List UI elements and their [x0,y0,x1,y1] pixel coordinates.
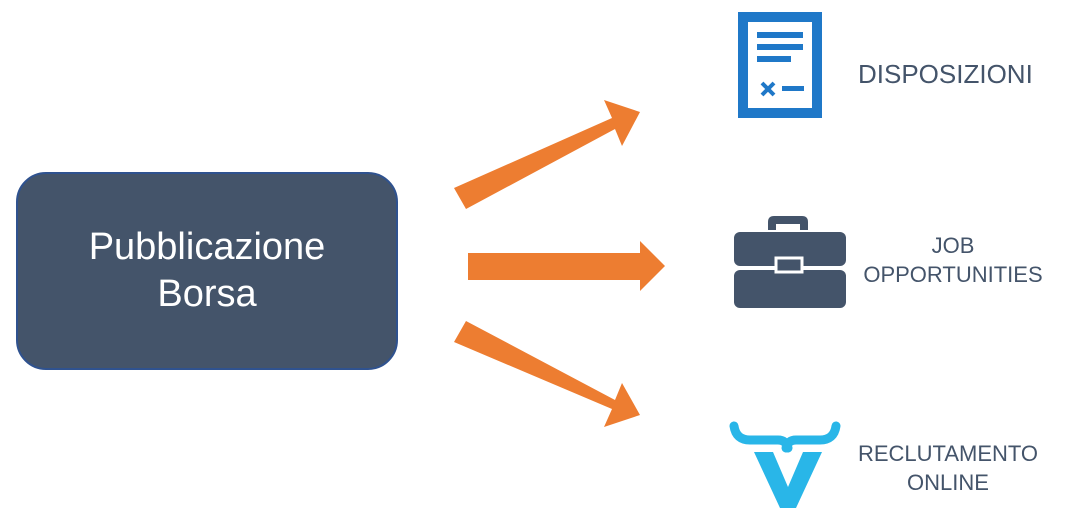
target-disposizioni-text: DISPOSIZIONI [858,59,1033,89]
briefcase-icon [734,216,846,308]
arrow-to-disposizioni [454,100,640,209]
target-recl-line1: RECLUTAMENTO [857,441,1039,466]
document-checklist-icon [738,12,822,118]
source-box: Pubblicazione Borsa [16,172,398,370]
target-label-reclutamento: RECLUTAMENTO ONLINE [838,440,1058,497]
target-recl-line2: ONLINE [907,469,989,495]
v-logo-icon [729,421,841,508]
arrow-to-reclutamento [454,321,640,427]
target-job-line1: JOB [931,233,975,258]
arrow-to-job-opportunities [468,241,665,291]
target-label-disposizioni: DISPOSIZIONI [858,58,1038,92]
source-label-line2: Borsa [157,273,257,315]
target-job-line2: OPPORTUNITIES [863,261,1043,287]
source-label-line1: Pubblicazione [88,225,326,268]
target-label-job-opportunities: JOB OPPORTUNITIES [848,232,1058,289]
